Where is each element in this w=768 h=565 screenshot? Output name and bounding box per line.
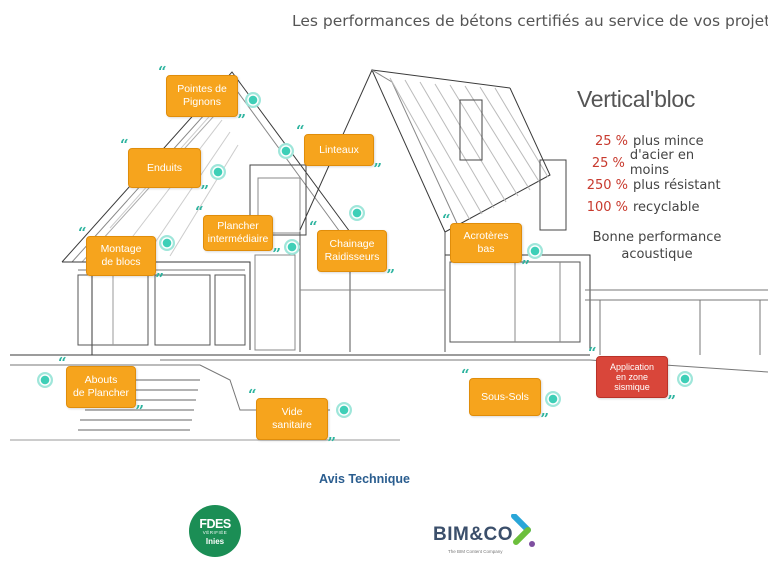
quote-close-icon: ”	[135, 402, 144, 420]
bimco-logo: BIM&CO	[433, 524, 514, 545]
hotspot-montage-blocs-icon[interactable]	[159, 235, 175, 251]
fdes-inies: Inies	[205, 537, 225, 546]
hotspot-linteaux-icon[interactable]	[278, 143, 294, 159]
stat-label: recyclable	[633, 199, 700, 215]
right-wing	[445, 254, 591, 350]
quote-close-icon: ”	[200, 182, 209, 200]
hotspot-sous-sols-icon[interactable]	[545, 391, 561, 407]
quote-close-icon: ”	[386, 266, 395, 284]
quote-open-icon: “	[248, 386, 257, 404]
left-gable-roof	[61, 71, 351, 263]
callout-label: Plancher intermédiaire	[207, 220, 269, 245]
callout-enduits[interactable]: “ Enduits ”	[120, 138, 209, 199]
quote-open-icon: “	[195, 203, 204, 221]
stat-value: 25 %	[591, 155, 625, 171]
quote-open-icon: “	[296, 122, 305, 140]
stat-value: 100 %	[586, 199, 628, 215]
hotspot-vide-sanitaire-icon[interactable]	[336, 402, 352, 418]
quote-open-icon: “	[158, 63, 167, 81]
stat-value: 250 %	[586, 177, 628, 193]
callout-label: Sous-Sols	[481, 390, 529, 403]
stat-row: 100 % recyclable	[566, 196, 732, 218]
stat-row: 25 % d'acier en moins	[566, 148, 732, 178]
quote-close-icon: ”	[327, 434, 336, 452]
callout-abouts-plancher[interactable]: “ Abouts de Plancher ”	[58, 356, 144, 419]
quote-open-icon: “	[78, 224, 87, 242]
fdes-subtitle: VÉRIFIÉE	[202, 530, 228, 535]
callout-label: Chainage Raidisseurs	[324, 238, 380, 263]
house-sketch	[10, 68, 768, 441]
hotspot-application-sismique-icon[interactable]	[677, 371, 693, 387]
quote-open-icon: “	[58, 354, 67, 372]
callout-chainage-raidisseurs[interactable]: “ Chainage Raidisseurs ”	[309, 220, 395, 283]
callout-label: Montage de blocs	[100, 243, 142, 268]
quote-close-icon: ”	[667, 392, 676, 410]
hotspot-chainage-raidisseurs-icon[interactable]	[349, 205, 365, 221]
hotspot-enduits-icon[interactable]	[210, 164, 226, 180]
quote-close-icon: ”	[521, 257, 530, 275]
quote-close-icon: ”	[237, 111, 246, 129]
stat-value: 25 %	[594, 133, 628, 149]
quote-open-icon: “	[120, 136, 129, 154]
callout-acroteres-bas[interactable]: “ Acrotères bas ”	[442, 213, 530, 274]
hotspot-abouts-plancher-icon[interactable]	[37, 372, 53, 388]
quote-open-icon: “	[588, 344, 597, 362]
hotspot-pointes-pignons-icon[interactable]	[245, 92, 261, 108]
callout-vide-sanitaire[interactable]: “ Vide sanitaire ”	[248, 388, 336, 451]
stat-row: 250 % plus résistant	[566, 174, 732, 196]
callout-label: Enduits	[146, 161, 183, 174]
quote-open-icon: “	[461, 366, 470, 384]
callout-application-sismique[interactable]: “ Application en zone sismique ”	[588, 346, 676, 409]
quote-close-icon: ”	[155, 270, 164, 288]
stats-list: 25 % plus mince 25 % d'acier en moins 25…	[566, 130, 732, 218]
callout-plancher-intermediaire[interactable]: “ Plancher intermédiaire ”	[195, 205, 281, 262]
bimco-tagline: The BIM Content Company	[448, 549, 503, 554]
callout-label: Acrotères bas	[463, 230, 509, 255]
callout-label: Pointes de Pignons	[177, 83, 227, 108]
callout-montage-blocs[interactable]: “ Montage de blocs ”	[78, 226, 164, 287]
stat-label: plus résistant	[633, 177, 721, 193]
callout-sous-sols[interactable]: “ Sous-Sols ”	[461, 368, 549, 427]
bimco-chevron-icon	[511, 514, 535, 547]
callout-label: Linteaux	[319, 143, 359, 156]
callout-linteaux[interactable]: “ Linteaux ”	[296, 124, 382, 177]
callout-label: Vide sanitaire	[272, 406, 312, 431]
callout-label: Application en zone sismique	[609, 362, 655, 392]
acoustic-note: Bonne performance acoustique	[592, 230, 722, 262]
quote-close-icon: ”	[272, 245, 281, 263]
quote-close-icon: ”	[540, 410, 549, 428]
stat-label: plus mince	[633, 133, 704, 149]
stat-row: 25 % plus mince	[566, 130, 732, 152]
callout-pointes-pignons[interactable]: “ Pointes de Pignons ”	[158, 65, 246, 128]
hotspot-plancher-intermediaire-icon[interactable]	[284, 239, 300, 255]
page-title: Les performances de bétons certifiés au …	[292, 12, 768, 30]
quote-close-icon: ”	[373, 160, 382, 178]
quote-open-icon: “	[309, 218, 318, 236]
brand-name: Vertical'bloc	[577, 86, 696, 112]
stat-label: d'acier en moins	[629, 148, 695, 178]
callout-label: Abouts de Plancher	[72, 374, 130, 399]
hotspot-acroteres-bas-icon[interactable]	[527, 243, 543, 259]
avis-technique-link[interactable]: Avis Technique	[319, 472, 410, 486]
fdes-logo: FDES VÉRIFIÉE Inies	[189, 505, 241, 557]
quote-open-icon: “	[442, 211, 451, 229]
fdes-title: FDES	[199, 517, 231, 531]
